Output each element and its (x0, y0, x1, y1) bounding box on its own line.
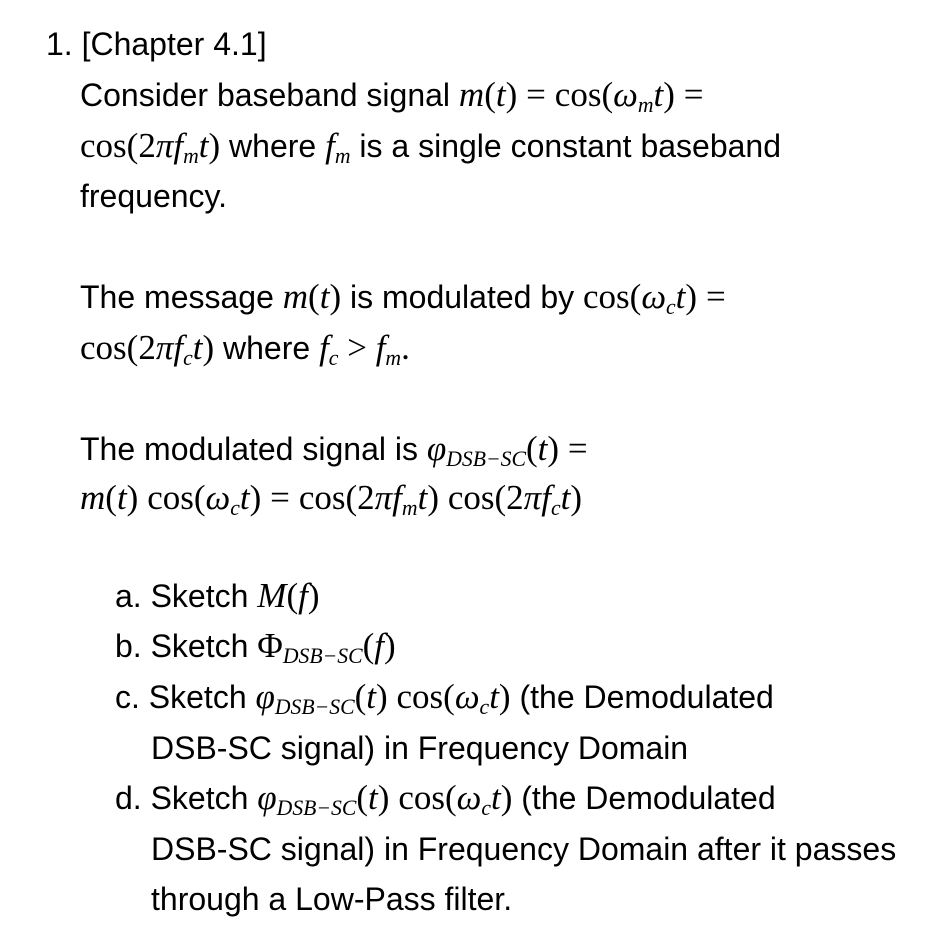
math-cos-omega-c-t: cos(ωct) (147, 478, 262, 521)
part-c-line1: c. Sketch φDSB−SC(t) cos(ωct) (the Demod… (115, 677, 774, 720)
part-c-text3: DSB-SC signal) in Frequency Domain (151, 730, 689, 766)
math-equals: = (567, 429, 588, 468)
math-equals: = (705, 277, 726, 316)
part-d-text: Sketch (150, 780, 249, 816)
part-c-text: Sketch (148, 679, 247, 715)
part-a: a. Sketch M(f) (115, 576, 320, 616)
math-phi-dsb-sc-t: φDSB−SC(t) (426, 429, 559, 472)
p1-line2: cos(2πfmt) where fm is a single constant… (80, 126, 782, 169)
math-phi-dsb-sc-t: φDSB−SC(t) (255, 677, 388, 720)
math-m-of-t: m(t) (458, 75, 518, 114)
part-d-text4: through a Low-Pass filter. (151, 881, 513, 917)
part-b: b. Sketch ΦDSB−SC(f) (115, 626, 396, 669)
part-a-text: Sketch (150, 578, 249, 614)
math-M-of-f: M(f) (257, 576, 320, 615)
p2-text2: is modulated by (349, 279, 575, 315)
math-fc-gt-fm: fc > fm. (319, 328, 410, 371)
math-m-of-t: m(t) (282, 277, 342, 316)
math-cos-omega-m-t: cos(ωmt) (554, 75, 675, 118)
math-Phi-dsb-sc-f: ΦDSB−SC(f) (257, 626, 396, 669)
part-b-text: Sketch (150, 628, 249, 664)
math-phi-dsb-sc-t: φDSB−SC(t) (257, 778, 390, 821)
part-d-text2: (the Demodulated (521, 780, 776, 816)
part-d-line1: d. Sketch φDSB−SC(t) cos(ωct) (the Demod… (115, 778, 776, 821)
math-cos-omega-c-t: cos(ωct) (398, 778, 513, 821)
math-cos-omega-c-t: cos(ωct) (396, 677, 511, 720)
part-c-label: c. (115, 679, 140, 715)
math-cos-2pi-fm-t: cos(2πfmt) (80, 126, 221, 169)
math-equals: = (683, 75, 704, 114)
math-equals: = (270, 478, 290, 517)
p1-line1: Consider baseband signal m(t) = cos(ωmt)… (80, 75, 704, 118)
p2-text3: where (223, 330, 311, 366)
part-b-label: b. (115, 628, 142, 664)
part-c-line2: DSB-SC signal) in Frequency Domain (151, 728, 688, 768)
p1-text1: Consider baseband signal (80, 77, 451, 113)
math-cos-2pi-fc-t: cos(2πfct) (80, 328, 215, 371)
p2-text1: The message (80, 279, 274, 315)
p2-line2: cos(2πfct) where fc > fm. (80, 328, 410, 371)
part-d-label: d. (115, 780, 142, 816)
p1-text4: frequency. (80, 178, 228, 214)
p3-text1: The modulated signal is (80, 431, 418, 467)
math-cos-2pi-fm-t: cos(2πfmt) (298, 478, 439, 521)
p2-line1: The message m(t) is modulated by cos(ωct… (80, 277, 726, 320)
problem-number: 1. (46, 26, 73, 62)
problem-heading: [Chapter 4.1] (81, 26, 267, 62)
math-equals: = (526, 75, 546, 114)
part-d-line3: through a Low-Pass filter. (151, 879, 512, 919)
part-a-label: a. (115, 578, 142, 614)
p1-line3: frequency. (80, 176, 227, 216)
math-cos-omega-c-t: cos(ωct) (583, 277, 698, 320)
p3-line2: m(t) cos(ωct) = cos(2πfmt) cos(2πfct) (80, 478, 582, 521)
p3-line1: The modulated signal is φDSB−SC(t) = (80, 429, 588, 472)
p1-text2: where (229, 128, 317, 164)
part-c-text2: (the Demodulated (519, 679, 774, 715)
p1-text3: is a single constant baseband (359, 128, 782, 164)
part-d-text3: DSB-SC signal) in Frequency Domain after… (151, 831, 897, 867)
problem-header: 1. [Chapter 4.1] (46, 24, 267, 64)
math-m-of-t: m(t) (80, 478, 139, 517)
part-d-line2: DSB-SC signal) in Frequency Domain after… (151, 829, 896, 869)
math-fm: fm (325, 126, 351, 169)
math-cos-2pi-fc-t: cos(2πfct) (447, 478, 582, 521)
